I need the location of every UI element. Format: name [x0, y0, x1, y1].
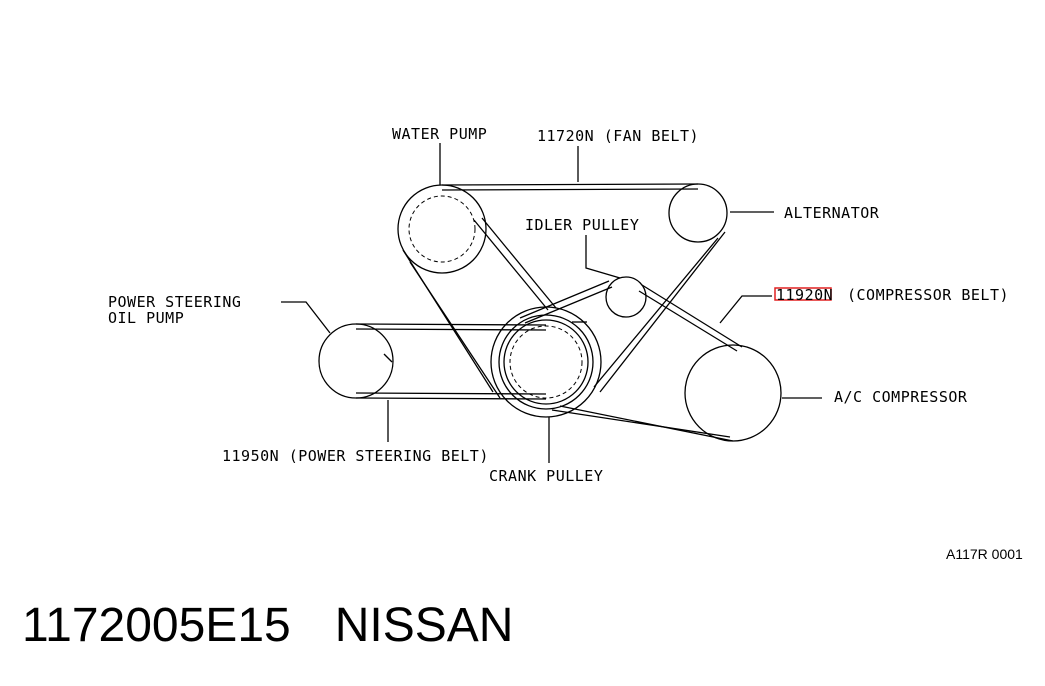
ps-pump-label-line1: POWER STEERING: [108, 293, 241, 311]
ac-compressor-label: A/C COMPRESSOR: [834, 388, 968, 406]
power-steering-pump-pulley: [318, 323, 394, 399]
part-number: 1172005E15: [22, 599, 291, 652]
water-pump-pulley: [397, 184, 487, 274]
fan-belt: [402, 183, 726, 399]
part-highlight-box: [774, 287, 832, 301]
brand-name: NISSAN: [334, 599, 514, 652]
alternator-label: ALTERNATOR: [784, 204, 880, 222]
footer-caption: 1172005E15 NISSAN: [22, 598, 513, 653]
crank-pulley-wheel: [490, 306, 602, 418]
compressor-belt-part-label: 11920N: [776, 286, 833, 304]
crank-pulley-label: CRANK PULLEY: [489, 467, 603, 485]
power-steering-belt: [355, 323, 547, 400]
idler-pulley-wheel: [605, 276, 647, 318]
leader-lines: [281, 143, 822, 463]
water-pump-label: WATER PUMP: [392, 125, 487, 143]
ps-pump-label-line2: OIL PUMP: [108, 309, 184, 327]
ps-belt-label: 11950N (POWER STEERING BELT): [222, 447, 489, 465]
compressor-belt: [519, 280, 743, 442]
figure-code-label: A117R 0001: [946, 546, 1023, 562]
fan-belt-label: 11720N (FAN BELT): [537, 127, 699, 145]
alternator-pulley: [668, 183, 728, 243]
ac-compressor-pulley: [684, 344, 782, 442]
idler-pulley-label: IDLER PULLEY: [525, 216, 639, 234]
compressor-belt-desc-label: (COMPRESSOR BELT): [847, 286, 1009, 304]
